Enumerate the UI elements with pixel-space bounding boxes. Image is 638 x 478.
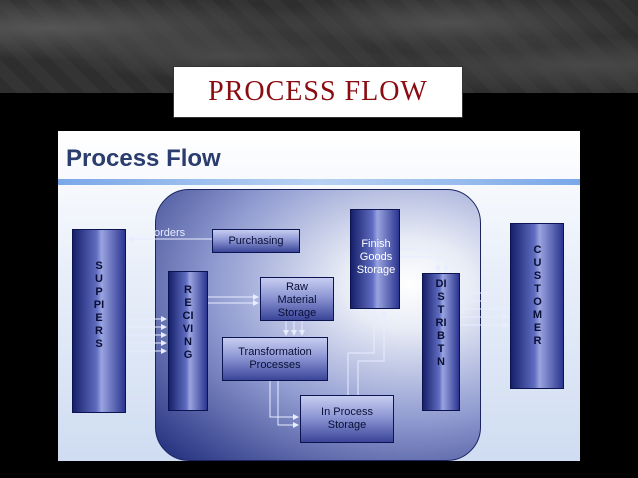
finish-goods-storage-box: Finish Goods Storage xyxy=(350,209,400,309)
suppliers-label: SUPPIERS xyxy=(93,260,105,350)
customer-box: CUSTOMER xyxy=(510,223,564,389)
in-process-storage-box: In Process Storage xyxy=(300,395,394,443)
transformation-processes-label: Transformation Processes xyxy=(238,346,312,371)
heading-divider xyxy=(58,179,580,185)
raw-material-storage-box: Raw Material Storage xyxy=(260,277,334,321)
purchasing-box: Purchasing xyxy=(212,229,300,253)
orders-label: orders xyxy=(154,227,186,239)
raw-material-storage-label: Raw Material Storage xyxy=(277,281,317,319)
in-process-storage-label: In Process Storage xyxy=(321,406,373,431)
slide-title-box: PROCESS FLOW xyxy=(173,66,463,118)
transformation-processes-box: Transformation Processes xyxy=(222,337,328,381)
distribution-box: DISTRIBTN xyxy=(422,273,460,411)
receiving-box: RECIVING xyxy=(168,271,208,411)
finish-goods-storage-label: Finish Goods Storage xyxy=(356,238,396,276)
suppliers-box: SUPPIERS xyxy=(72,229,126,413)
purchasing-label: Purchasing xyxy=(228,235,284,247)
customer-label: CUSTOMER xyxy=(532,244,543,347)
slide-title: PROCESS FLOW xyxy=(208,76,428,107)
distribution-label: DISTRIBTN xyxy=(435,278,447,368)
flow-arrows xyxy=(126,236,509,428)
receiving-label: RECIVING xyxy=(182,284,194,361)
diagram-heading: Process Flow xyxy=(66,145,221,172)
process-flow-diagram: Process Flow SUPPIERS RECIVING Purchasin… xyxy=(58,131,580,461)
